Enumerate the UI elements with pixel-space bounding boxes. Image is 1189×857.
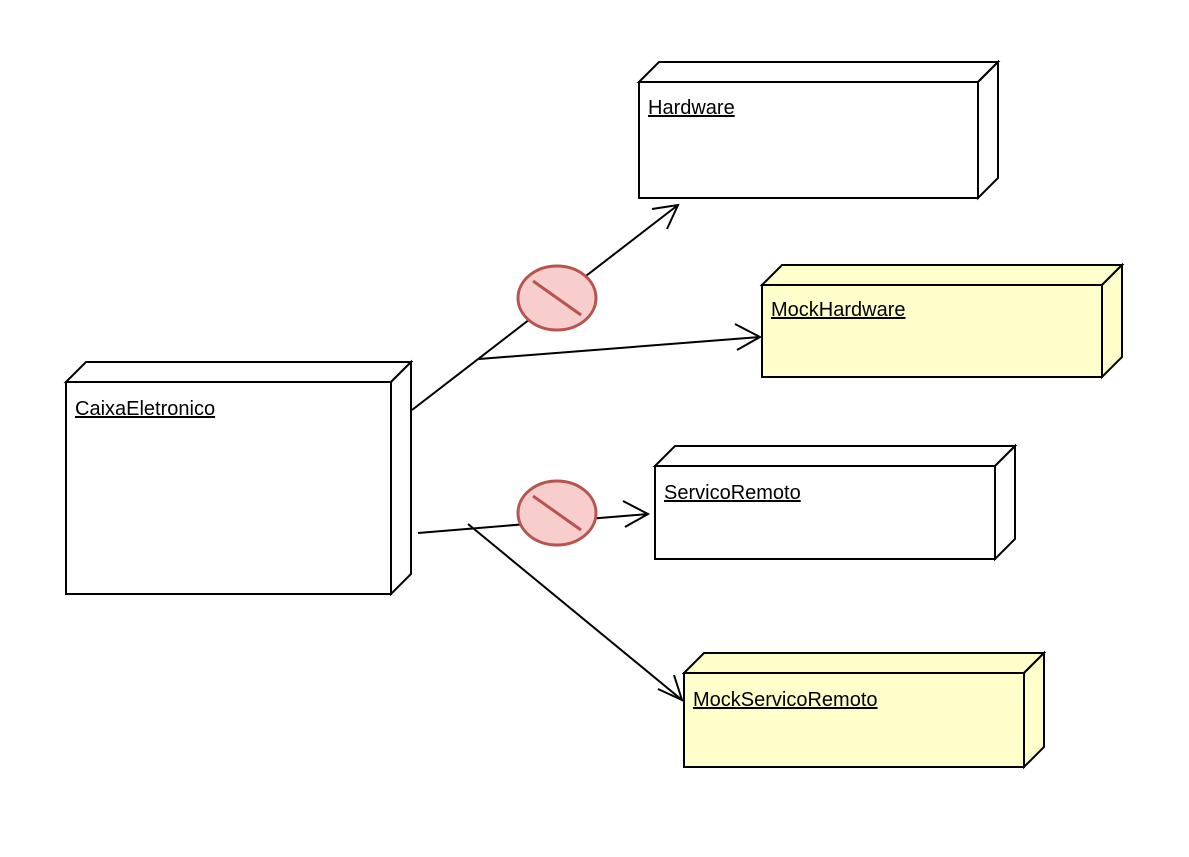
node-servico-remoto[interactable]: ServicoRemoto bbox=[652, 443, 1018, 562]
node-label: ServicoRemoto bbox=[664, 482, 801, 504]
edge-caixa-mock-servico-remoto[interactable] bbox=[467, 523, 684, 702]
node-label: MockHardware bbox=[771, 299, 905, 321]
prohibition-icon bbox=[516, 264, 598, 332]
node-mock-servico-remoto[interactable]: MockServicoRemoto bbox=[681, 650, 1047, 770]
node-hardware[interactable]: Hardware bbox=[636, 59, 1001, 201]
edge-caixa-mock-hardware[interactable] bbox=[478, 323, 763, 360]
node-label: Hardware bbox=[648, 97, 735, 119]
node-caixa-eletronico[interactable]: CaixaEletronico bbox=[63, 359, 414, 597]
prohibition-icon bbox=[516, 479, 598, 547]
node-label: MockServicoRemoto bbox=[693, 689, 878, 711]
node-label: CaixaEletronico bbox=[75, 398, 215, 420]
node-mock-hardware[interactable]: MockHardware bbox=[759, 262, 1125, 380]
